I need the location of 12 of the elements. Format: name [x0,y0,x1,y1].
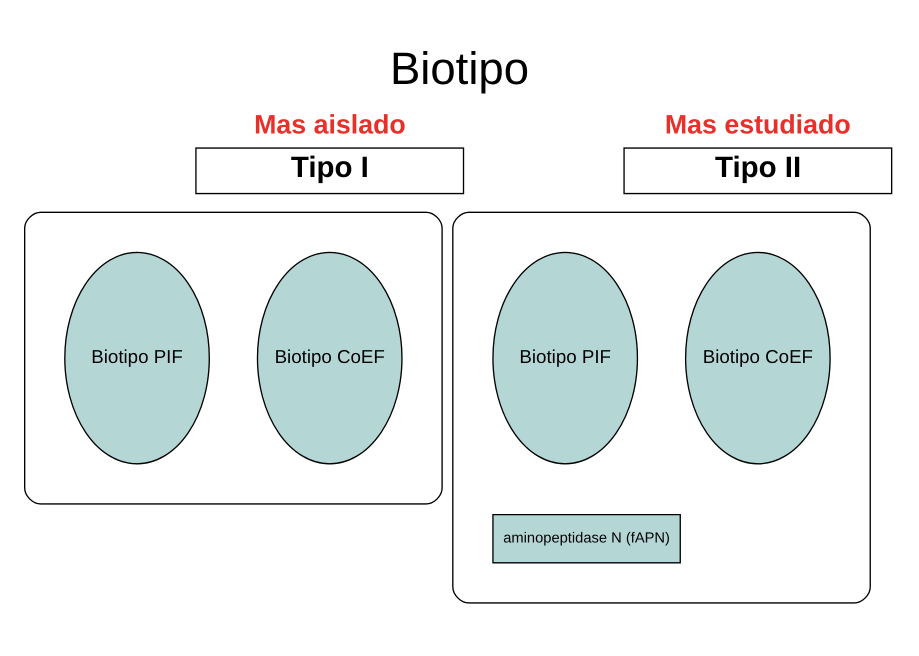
node-label: Mas aislado [254,109,406,140]
node-ellipse: Biotipo CoEF [684,252,831,464]
node-box: Tipo I [195,147,464,194]
node-box: Tipo II [623,147,892,194]
node-ellipse: Biotipo CoEF [256,252,403,464]
node-ellipse: Biotipo PIF [64,252,210,464]
node-label: Mas estudiado [664,109,851,140]
node-ellipse: Biotipo PIF [492,252,638,464]
diagram-title: Biotipo [390,43,530,94]
cluster [24,212,443,505]
node-box: aminopeptidase N (fAPN) [492,514,681,564]
cluster [452,212,871,604]
